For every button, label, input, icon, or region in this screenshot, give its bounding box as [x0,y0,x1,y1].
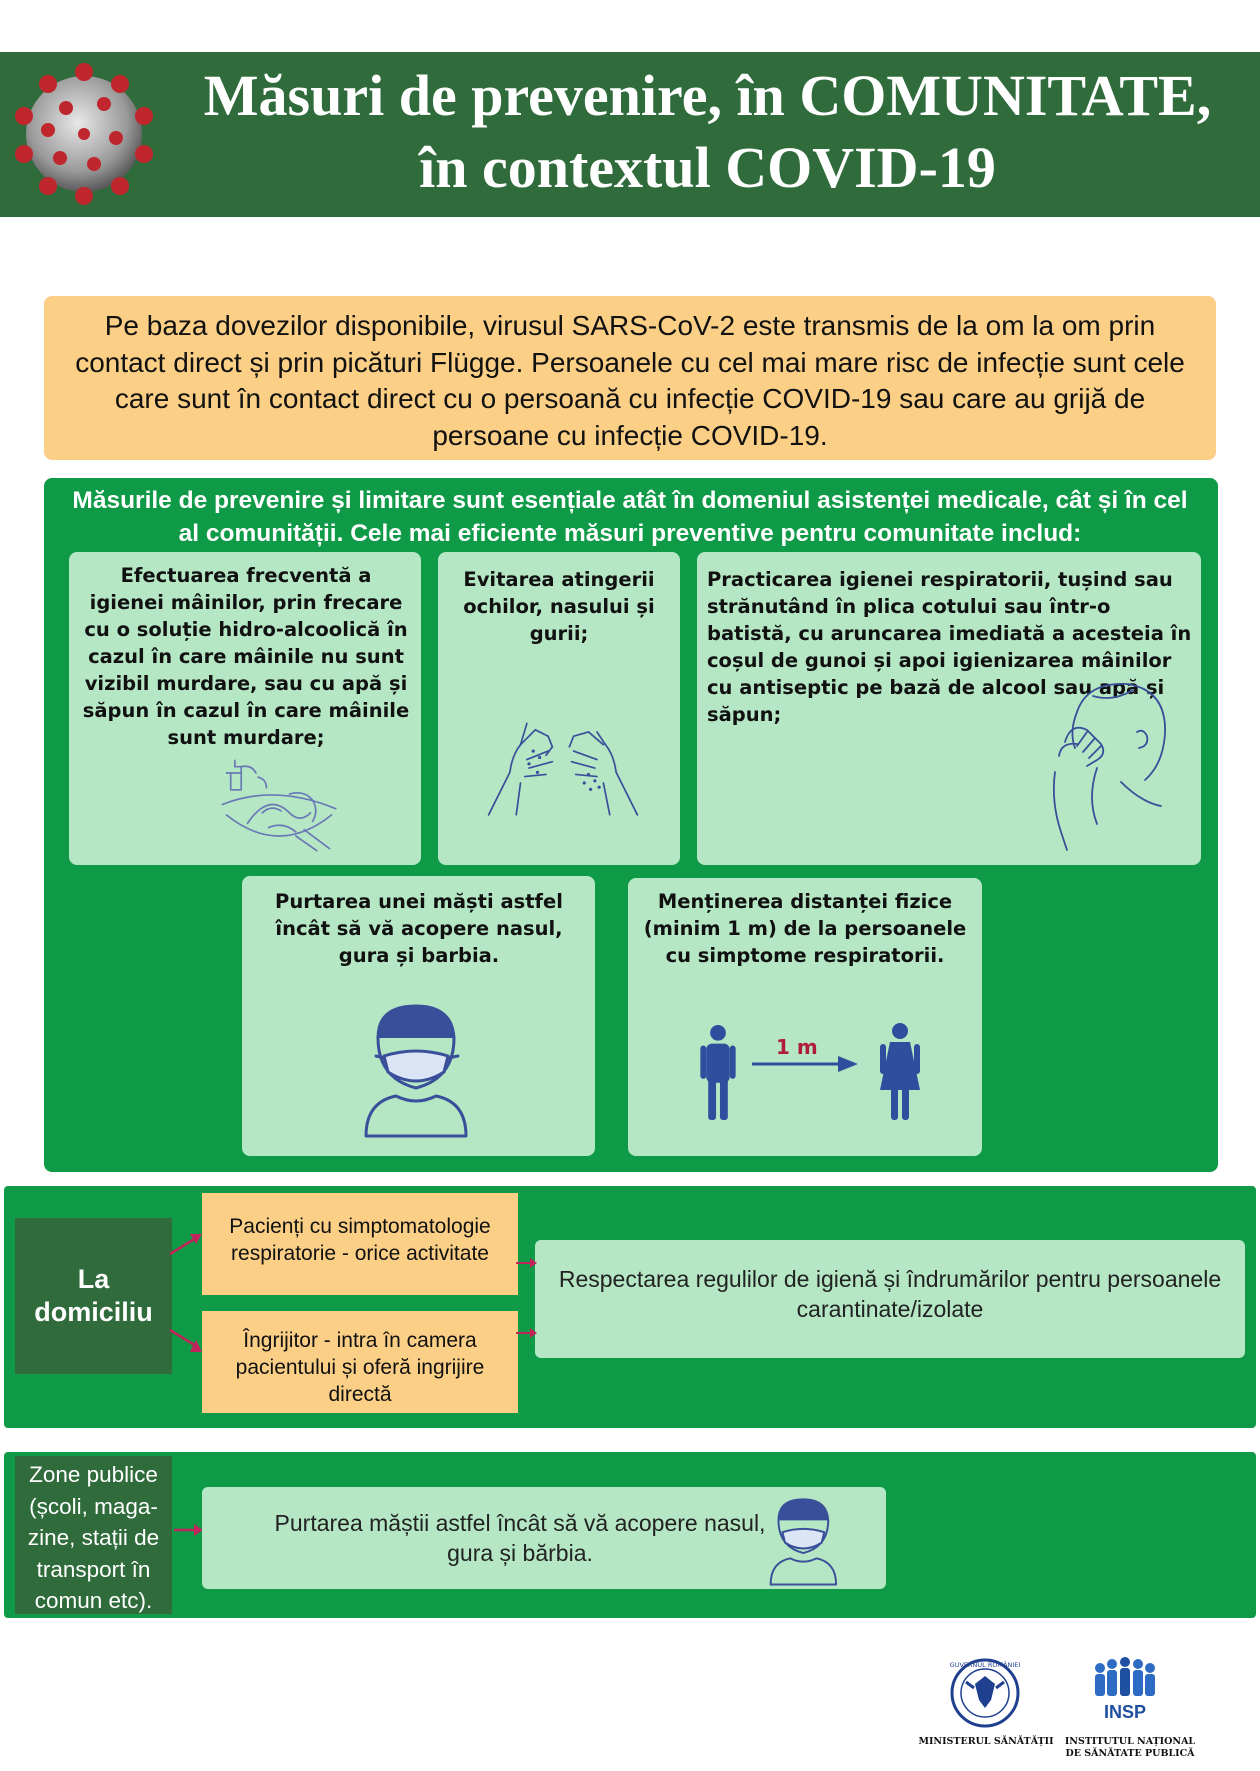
arrow-caregiver-to-rules-icon [516,1328,537,1338]
distance-label: 1 m [776,1035,818,1059]
arrow-to-patients-icon [169,1234,202,1256]
seal-text: GUVERNUL ROMÂNIEI [950,1660,1020,1669]
title-line-2: în contextul COVID-19 [419,135,996,200]
intro-text: Pe baza dovezilor disponibile, virusul S… [75,310,1185,451]
home-label-text: La domiciliu [34,1264,153,1327]
title-line-1: Măsuri de prevenire, în COMUNITATE, [203,63,1212,128]
government-seal-logo: GUVERNUL ROMÂNIEI [950,1658,1020,1728]
public-zones-text: Purtarea măștii astfel încât să vă acope… [274,1510,766,1566]
insp-caption: INSTITUTUL NAȚIONAL DE SĂNĂTATE PUBLICĂ [1050,1736,1210,1760]
coronavirus-icon [15,63,153,205]
public-zones-label-text: Zone publice (școli, maga-zine, stații d… [27,1462,160,1613]
masked-person-small-icon [769,1498,838,1586]
home-label: La domiciliu [15,1218,172,1374]
distance-text: Menținerea distanței fizice (minim 1 m) … [643,890,967,967]
public-zones-label: Zone publice (școli, maga-zine, stații d… [15,1456,172,1614]
avoid-touch-text: Evitarea atingerii ochilor, nasului și g… [463,568,655,645]
intro-box: Pe baza dovezilor disponibile, virusul S… [44,296,1216,460]
mask-card: Purtarea unei măști astfel încât să vă a… [242,876,595,1156]
dirty-hands-icon [487,722,639,816]
rules-box: Respectarea regulilor de igienă și îndru… [535,1240,1245,1358]
caregiver-text: Îngrijitor - intra în camera pacientului… [235,1329,485,1406]
header-banner [0,52,1260,217]
arrow-right-icon [752,1056,858,1072]
man-figure-icon [700,1024,736,1121]
patients-box: Pacienți cu simptomatologie respiratorie… [202,1193,518,1295]
measures-lead: Măsurile de prevenire și limitare sunt e… [72,487,1188,547]
respiratory-text: Practicarea igienei respiratorii, tușind… [707,568,1192,726]
caregiver-box: Îngrijitor - intra în camera pacientului… [202,1311,518,1413]
patients-text: Pacienți cu simptomatologie respiratorie… [229,1215,491,1265]
hand-hygiene-card: Efectuarea frecventă a igienei mâinilor,… [69,552,421,865]
rules-text: Respectarea regulilor de igienă și îndru… [558,1266,1222,1322]
sneezing-person-icon [1052,683,1166,851]
ministry-caption: MINISTERUL SĂNĂTĂȚII [918,1736,1054,1747]
page-title: Măsuri de prevenire, în COMUNITATE, în c… [165,60,1250,204]
avoid-touch-card: Evitarea atingerii ochilor, nasului și g… [438,552,680,865]
arrow-to-public-box-icon [174,1524,203,1536]
woman-figure-icon [880,1023,920,1120]
handwash-icon [221,759,337,852]
insp-wordmark: INSP [1103,1702,1146,1722]
insp-caption-line-2: DE SĂNĂTATE PUBLICĂ [1065,1748,1195,1759]
masked-person-icon [364,1004,468,1138]
arrow-to-caregiver-icon [169,1328,202,1352]
arrow-patients-to-rules-icon [516,1258,537,1268]
insp-people-logo [1095,1657,1155,1696]
hand-hygiene-text: Efectuarea frecventă a igienei mâinilor,… [82,564,410,749]
insp-caption-line-1: INSTITUTUL NAȚIONAL [1064,1736,1196,1747]
mask-text: Purtarea unei măști astfel încât să vă a… [275,890,563,967]
distance-card: Menținerea distanței fizice (minim 1 m) … [628,878,982,1156]
respiratory-card: Practicarea igienei respiratorii, tușind… [697,552,1201,865]
